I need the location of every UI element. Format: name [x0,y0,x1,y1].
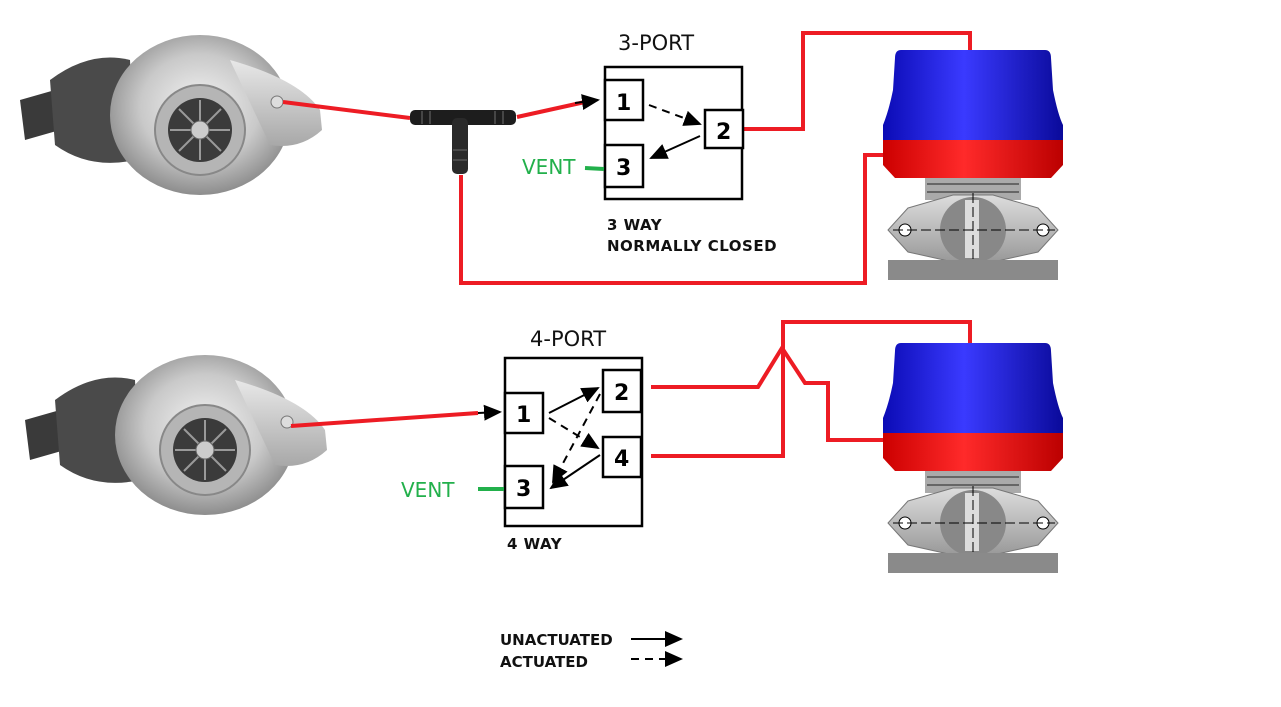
wastegate-bottom [883,343,1063,573]
actuated-arrow-1-to-4 [548,417,600,450]
vent-label-top: VENT [522,155,576,179]
actuated-arrow-1-to-2 [648,104,702,126]
hose-turbo-to-tee-top [282,100,411,120]
caption-4-way: 4 WAY [507,535,563,553]
title-4-port: 4-PORT [530,327,606,351]
port-label-3: 3 [516,477,531,502]
t-fitting [410,110,516,174]
solenoid-4-port: 1 2 3 4 [503,356,644,528]
hose-port4-to-wastegate-top [651,320,972,458]
caption-3-way: 3 WAY [607,216,663,234]
legend: UNACTUATED ACTUATED [500,631,683,671]
solenoid-3-port: 1 2 3 [603,65,745,201]
port-label-1: 1 [616,91,631,116]
turbocharger-bottom [25,355,327,515]
vent-label-bottom: VENT [401,478,455,502]
title-3-port: 3-PORT [618,31,694,55]
port-label-4: 4 [614,447,629,472]
actuated-arrow-2-to-3 [552,393,601,484]
hose-port2-to-wastegate-lower [651,344,885,442]
hose-tee-to-port1-top [516,100,586,119]
arrow-into-port1-top [574,94,600,111]
turbocharger-top [20,35,322,195]
hose-tee-to-wastegate-bottom [459,153,885,285]
legend-actuated-label: ACTUATED [500,653,588,671]
wastegate-top [883,50,1063,280]
unactuated-arrow-1-to-2 [548,387,600,414]
port-label-2: 2 [716,120,731,145]
port-label-3: 3 [616,156,631,181]
unactuated-arrow-4-to-3 [549,454,601,490]
caption-normally-closed: NORMALLY CLOSED [607,237,777,255]
hose-turbo-to-port1-bottom [290,411,479,428]
unactuated-arrow-2-to-3 [649,135,701,159]
port-label-2: 2 [614,381,629,406]
hose-port2-to-wastegate-top [743,31,972,131]
legend-unactuated-label: UNACTUATED [500,631,613,649]
vent-line-top [584,166,605,171]
port-label-1: 1 [516,403,531,428]
arrow-into-port1-bottom [477,404,502,421]
